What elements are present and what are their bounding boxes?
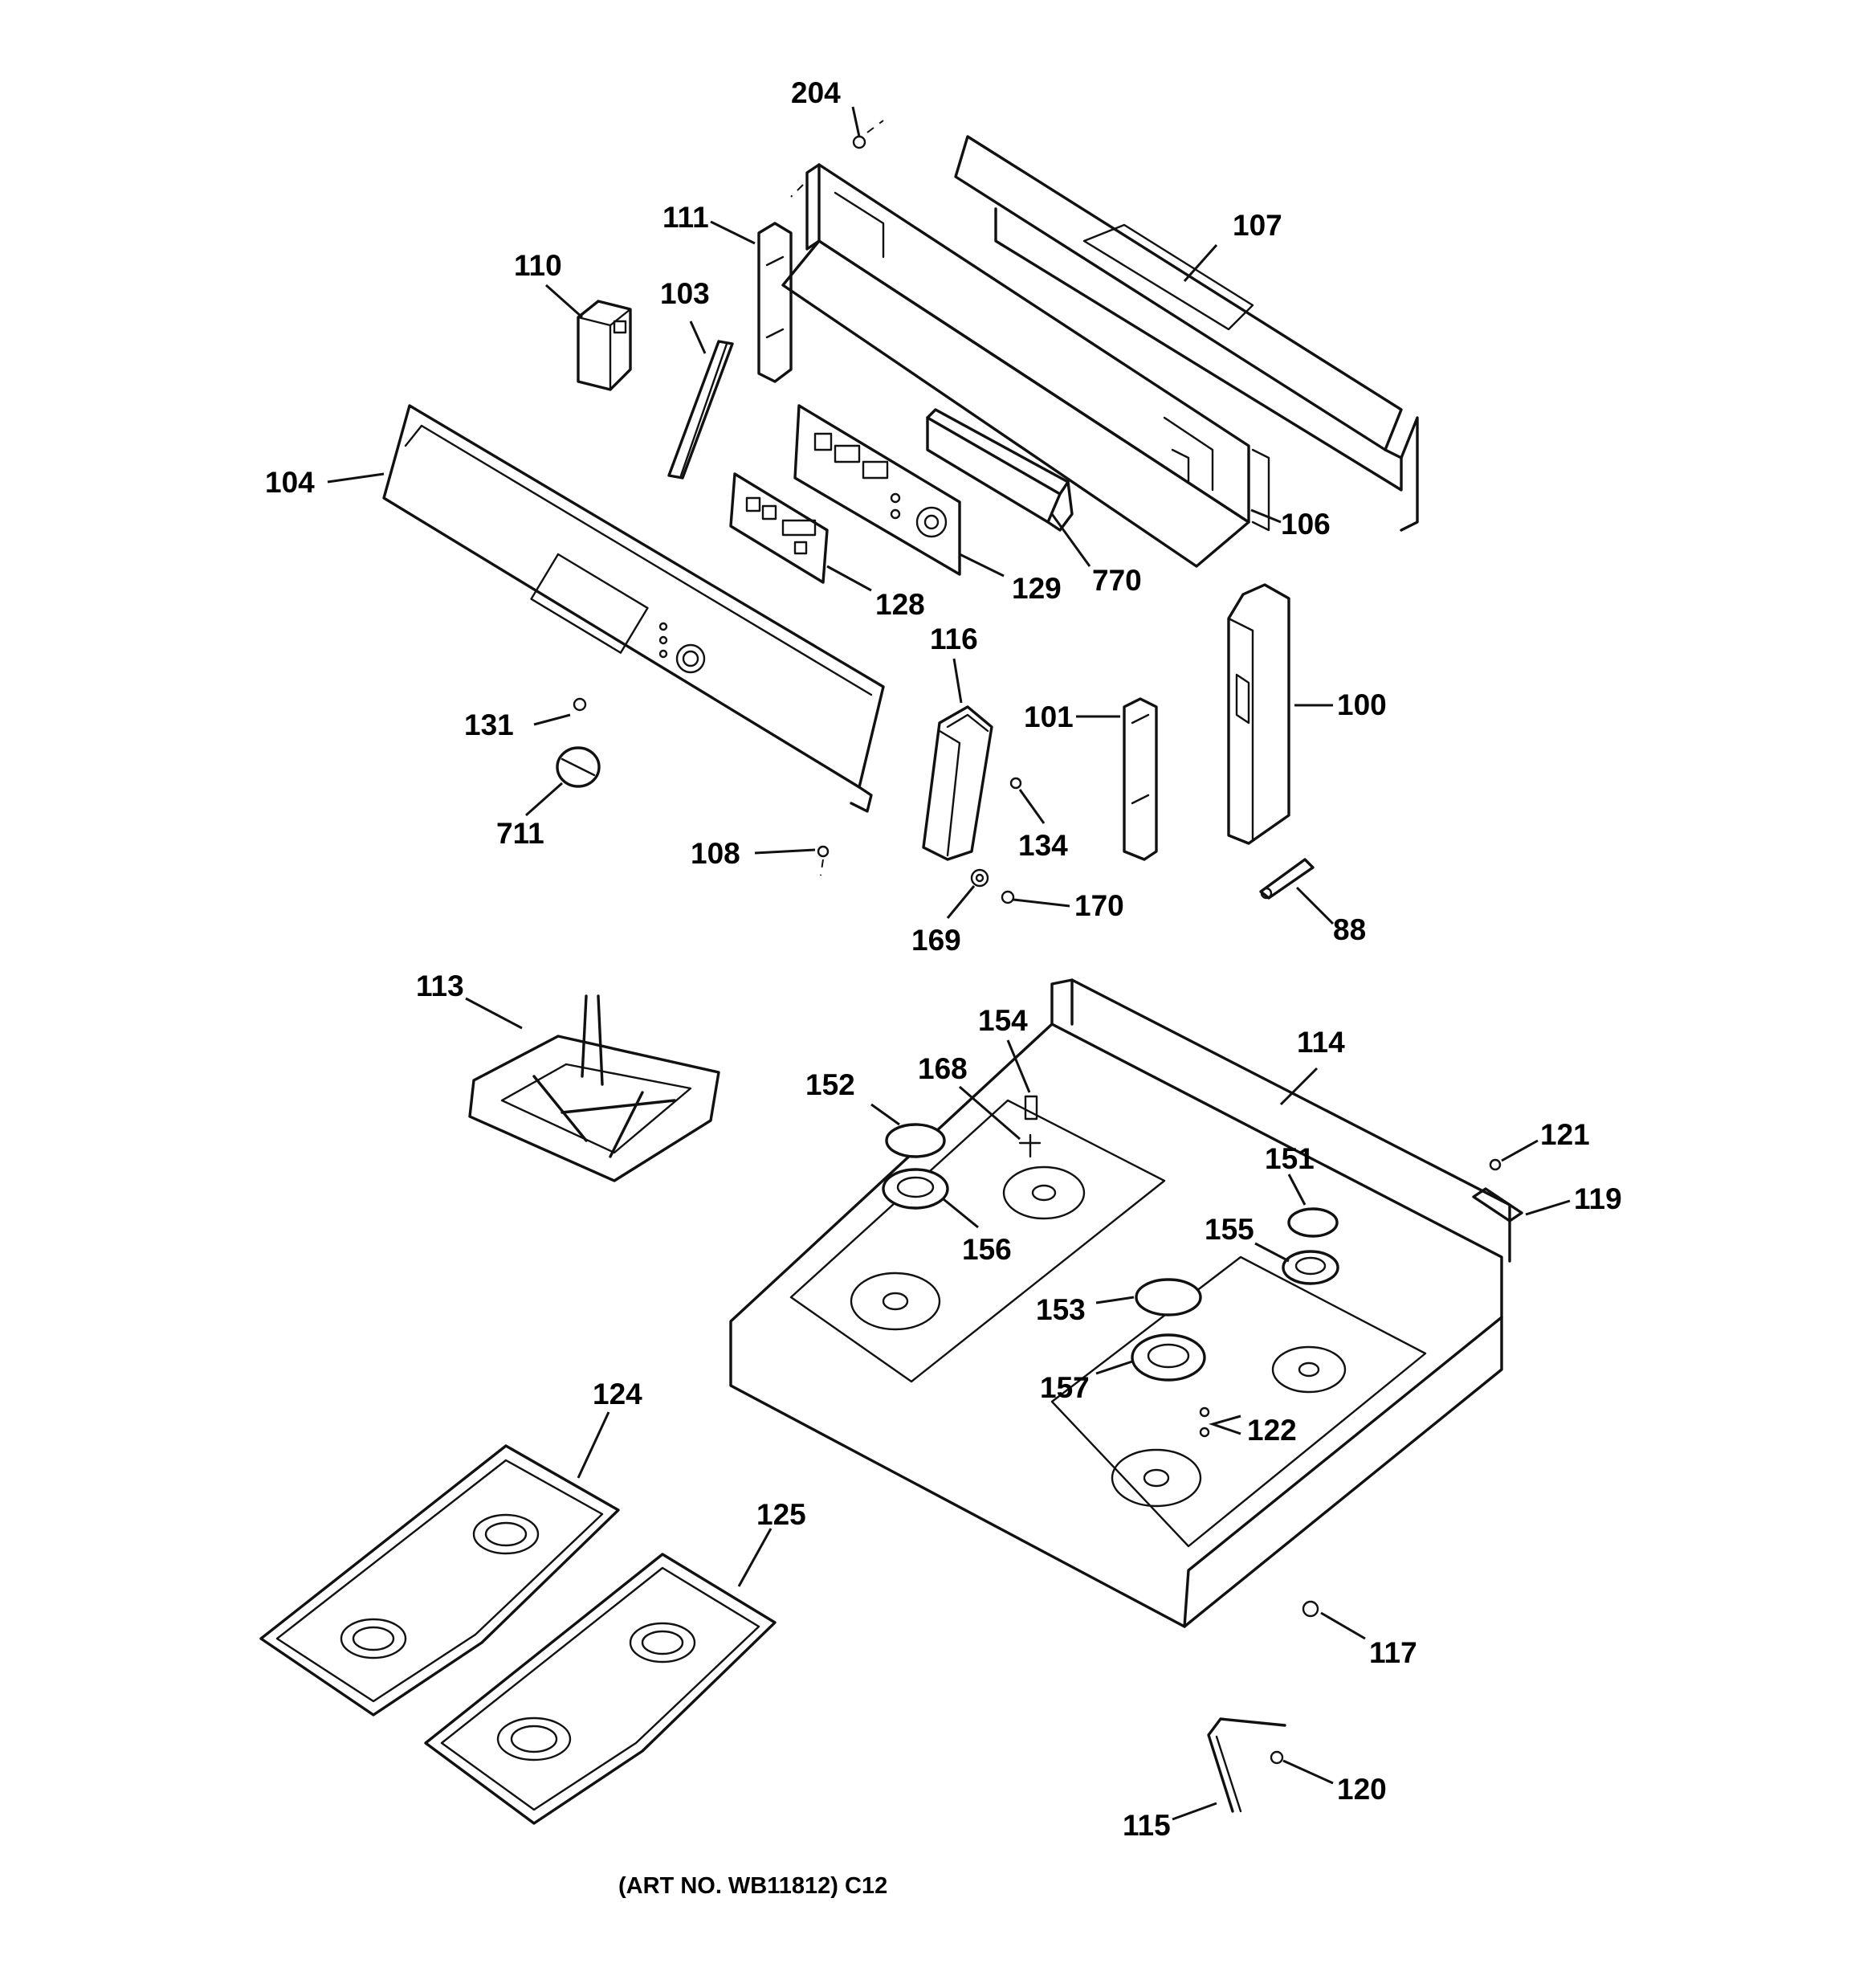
art-number-caption: (ART NO. WB11812) C12 bbox=[618, 1873, 887, 1899]
label-129: 129 bbox=[1012, 572, 1062, 605]
label-114: 114 bbox=[1297, 1026, 1345, 1059]
part-106-backsplash-panel bbox=[781, 163, 1270, 568]
label-103: 103 bbox=[660, 277, 710, 310]
label-113: 113 bbox=[416, 970, 464, 1002]
hardware-121-screw bbox=[1489, 1158, 1502, 1171]
hardware-122-screw bbox=[1199, 1406, 1210, 1438]
part-103-strip bbox=[667, 340, 734, 480]
part-104-control-panel bbox=[382, 404, 885, 813]
part-129-control-board bbox=[793, 404, 961, 576]
label-152: 152 bbox=[805, 1068, 855, 1101]
label-119: 119 bbox=[1574, 1182, 1622, 1215]
part-88-spacer bbox=[1259, 858, 1315, 900]
hardware-120-screw bbox=[1270, 1750, 1284, 1765]
hardware-131-clip bbox=[573, 697, 587, 712]
burner-head-155 bbox=[1282, 1250, 1339, 1285]
part-125-drip-pan bbox=[424, 1553, 777, 1825]
label-110: 110 bbox=[514, 249, 562, 282]
hardware-117-clip bbox=[1302, 1600, 1319, 1618]
label-157: 157 bbox=[1040, 1371, 1090, 1404]
label-204: 204 bbox=[791, 76, 841, 109]
label-169: 169 bbox=[911, 924, 961, 957]
hardware-170-screw bbox=[1001, 890, 1015, 904]
hardware-154-orifice bbox=[1024, 1095, 1038, 1121]
label-122: 122 bbox=[1247, 1414, 1297, 1447]
hardware-168-fitting bbox=[1018, 1133, 1042, 1158]
part-113-grate bbox=[468, 994, 720, 1182]
label-154: 154 bbox=[978, 1004, 1028, 1037]
label-711: 711 bbox=[496, 817, 544, 850]
label-125: 125 bbox=[756, 1498, 806, 1531]
burner-cap-153 bbox=[1135, 1278, 1202, 1316]
label-156: 156 bbox=[962, 1233, 1012, 1266]
burner-head-157 bbox=[1131, 1333, 1206, 1382]
label-101: 101 bbox=[1024, 700, 1074, 733]
label-153: 153 bbox=[1036, 1293, 1086, 1326]
label-120: 120 bbox=[1337, 1773, 1387, 1806]
burner-cap-151 bbox=[1287, 1207, 1339, 1238]
label-116: 116 bbox=[930, 623, 978, 655]
part-110-relay bbox=[577, 300, 632, 391]
label-155: 155 bbox=[1205, 1213, 1254, 1246]
part-101-bracket bbox=[1123, 697, 1158, 861]
hardware-108-screw bbox=[817, 845, 830, 876]
hardware-134-screw bbox=[1009, 777, 1022, 790]
part-107-top-trim bbox=[954, 135, 1419, 532]
part-124-drip-pan bbox=[259, 1444, 620, 1717]
label-131: 131 bbox=[464, 708, 514, 741]
burner-head-156 bbox=[882, 1168, 949, 1210]
label-108: 108 bbox=[691, 837, 740, 870]
label-121: 121 bbox=[1540, 1118, 1590, 1151]
hardware-169-washer bbox=[970, 868, 989, 888]
label-100: 100 bbox=[1337, 688, 1387, 721]
part-115-tube bbox=[1207, 1717, 1286, 1813]
part-119-bracket bbox=[1472, 1187, 1523, 1223]
label-107: 107 bbox=[1233, 209, 1282, 242]
label-770: 770 bbox=[1092, 564, 1142, 597]
part-100-side-panel bbox=[1227, 583, 1290, 845]
part-116-housing bbox=[922, 705, 993, 861]
part-111-side-bracket bbox=[757, 222, 793, 383]
label-128: 128 bbox=[875, 588, 925, 621]
burner-cap-152 bbox=[885, 1123, 946, 1158]
label-151: 151 bbox=[1265, 1142, 1315, 1175]
leader-lines bbox=[327, 106, 1571, 1821]
knob-711 bbox=[556, 746, 601, 788]
label-115: 115 bbox=[1123, 1809, 1171, 1842]
part-114-cooktop bbox=[729, 978, 1511, 1628]
part-labels: 204 111 107 110 103 104 106 128 129 770 … bbox=[265, 76, 1622, 1842]
label-106: 106 bbox=[1281, 508, 1331, 541]
part-770-cover bbox=[926, 408, 1074, 532]
label-88: 88 bbox=[1333, 913, 1366, 946]
label-134: 134 bbox=[1018, 829, 1068, 862]
label-111: 111 bbox=[662, 201, 709, 234]
label-124: 124 bbox=[593, 1378, 642, 1410]
label-168: 168 bbox=[918, 1052, 968, 1085]
label-117: 117 bbox=[1369, 1636, 1417, 1669]
label-170: 170 bbox=[1074, 889, 1124, 922]
label-104: 104 bbox=[265, 466, 315, 499]
part-128-overlay bbox=[729, 472, 829, 584]
